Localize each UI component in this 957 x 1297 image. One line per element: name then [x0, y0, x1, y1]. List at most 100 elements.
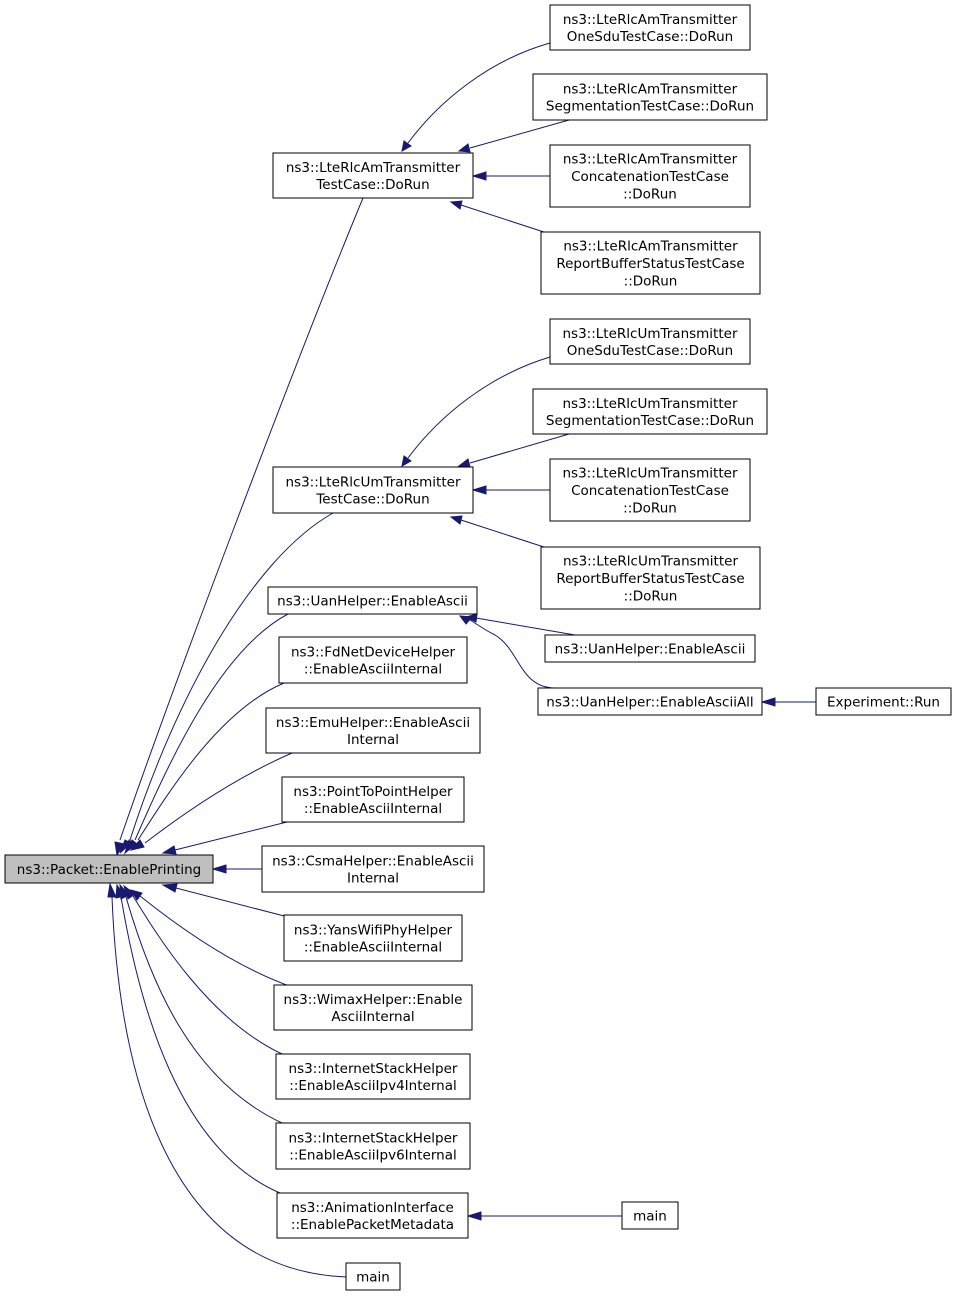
node-am-con[interactable]: ns3::LteRlcAmTransmitterConcatenationTes… — [549, 144, 751, 208]
node-uan[interactable]: ns3::UanHelper::EnableAscii — [267, 586, 478, 615]
node-box — [273, 984, 473, 1031]
edge-line — [129, 512, 334, 841]
node-box — [275, 1053, 471, 1100]
node-am-rep[interactable]: ns3::LteRlcAmTransmitterReportBufferStat… — [540, 231, 761, 295]
node-label-line: ns3::InternetStackHelper — [289, 1061, 458, 1077]
node-box — [540, 546, 761, 610]
edge-line — [120, 896, 281, 1194]
edge-line — [175, 887, 289, 918]
node-box — [4, 854, 214, 884]
node-main-root[interactable]: main — [345, 1262, 401, 1291]
node-inet6[interactable]: ns3::InternetStackHelper::EnableAsciiIpv… — [275, 1122, 471, 1170]
node-exp[interactable]: Experiment::Run — [815, 687, 952, 716]
node-csma[interactable]: ns3::CsmaHelper::EnableAsciiInternal — [261, 845, 485, 893]
arrowhead-icon — [760, 697, 776, 707]
node-main-anim[interactable]: main — [621, 1201, 679, 1230]
arrowhead-icon — [114, 841, 125, 857]
node-anim[interactable]: ns3::AnimationInterface::EnablePacketMet… — [276, 1192, 469, 1239]
edge-main_root-to-root — [107, 882, 347, 1278]
node-label-line: TestCase::DoRun — [315, 492, 429, 508]
node-fd[interactable]: ns3::FdNetDeviceHelper::EnableAsciiInter… — [278, 636, 468, 684]
edge-line — [469, 433, 570, 464]
arrowhead-icon — [401, 455, 412, 467]
node-label-line: ns3::LteRlcAmTransmitter — [563, 152, 738, 168]
node-box — [532, 388, 768, 435]
node-um-seg[interactable]: ns3::LteRlcUmTransmitterSegmentationTest… — [532, 388, 768, 435]
arrowhead-icon — [161, 883, 178, 893]
node-label-line: ns3::EmuHelper::EnableAscii — [276, 715, 470, 731]
node-label-line: ::DoRun — [624, 588, 678, 604]
node-box — [544, 634, 756, 663]
node-label-line: ns3::LteRlcAmTransmitter — [563, 239, 738, 255]
node-label-line: ::EnablePacketMetadata — [291, 1217, 454, 1233]
edge-line — [111, 896, 347, 1278]
edge-um_con-to-um — [471, 485, 550, 495]
node-label-line: OneSduTestCase::DoRun — [567, 343, 733, 359]
edge-inet4-to-root — [123, 884, 283, 1055]
node-yans[interactable]: ns3::YansWifiPhyHelper::EnableAsciiInter… — [283, 914, 463, 962]
node-label-line: ::EnableAsciiIpv4Internal — [289, 1078, 456, 1094]
node-box — [275, 1122, 471, 1170]
edge-line — [134, 613, 289, 841]
edge-line — [144, 752, 293, 844]
node-label-line: ns3::YansWifiPhyHelper — [294, 922, 453, 938]
arrowhead-icon — [129, 839, 145, 851]
node-box — [345, 1262, 401, 1291]
node-uanall[interactable]: ns3::UanHelper::EnableAsciiAll — [537, 687, 763, 716]
node-um-rep[interactable]: ns3::LteRlcUmTransmitterReportBufferStat… — [540, 546, 761, 610]
node-um-con[interactable]: ns3::LteRlcUmTransmitterConcatenationTes… — [549, 458, 751, 522]
edge-line — [469, 619, 556, 689]
node-label-line: ::DoRun — [623, 186, 677, 202]
node-label-line: ::EnableAsciiIpv6Internal — [289, 1148, 456, 1164]
node-label-line: ns3::LteRlcUmTransmitter — [563, 554, 738, 570]
node-p2p[interactable]: ns3::PointToPointHelper::EnableAsciiInte… — [281, 776, 465, 823]
node-label-line: AsciiInternal — [331, 1009, 414, 1025]
node-emu[interactable]: ns3::EmuHelper::EnableAsciiInternal — [265, 707, 481, 754]
node-label-line: ns3::LteRlcUmTransmitter — [286, 474, 461, 490]
node-box — [815, 687, 952, 716]
nodes-layer: ns3::Packet::EnablePrinting ns3::LteRlcAm… — [4, 4, 952, 1291]
node-box — [283, 914, 463, 962]
arrowhead-icon — [107, 882, 117, 898]
edge-line — [139, 895, 293, 988]
node-label-line: ReportBufferStatusTestCase — [556, 571, 744, 587]
node-label-line: ns3::Packet::EnablePrinting — [17, 862, 201, 878]
node-box — [267, 586, 478, 615]
node-am-seg[interactable]: ns3::LteRlcAmTransmitterSegmentationTest… — [532, 73, 768, 121]
node-um-one[interactable]: ns3::LteRlcUmTransmitterOneSduTestCase::… — [549, 318, 751, 365]
edge-line — [460, 204, 551, 235]
edge-line — [125, 896, 283, 1124]
edge-line — [460, 519, 551, 550]
node-box — [537, 687, 763, 716]
node-label-line: ns3::WimaxHelper::Enable — [284, 992, 463, 1008]
node-label-line: ConcatenationTestCase — [571, 169, 729, 185]
node-label-line: Internal — [347, 871, 399, 887]
edge-exp-to-uanall — [760, 697, 816, 707]
node-label-line: ns3::UanHelper::EnableAsciiAll — [546, 695, 753, 711]
node-box — [278, 636, 468, 684]
node-inet4[interactable]: ns3::InternetStackHelper::EnableAsciiIpv… — [275, 1053, 471, 1100]
arrowhead-icon — [471, 485, 487, 495]
node-root[interactable]: ns3::Packet::EnablePrinting — [4, 854, 214, 884]
node-uan2[interactable]: ns3::UanHelper::EnableAscii — [544, 634, 756, 663]
edge-line — [119, 197, 364, 841]
edge-anim-to-root — [115, 883, 281, 1194]
node-wimax[interactable]: ns3::WimaxHelper::EnableAsciiInternal — [273, 984, 473, 1031]
edge-um_rep-to-um — [449, 515, 551, 550]
node-label-line: ns3::AnimationInterface — [291, 1200, 454, 1216]
node-box — [549, 458, 751, 522]
node-am-one[interactable]: ns3::LteRlcAmTransmitterOneSduTestCase::… — [549, 4, 751, 51]
arrowhead-icon — [449, 200, 463, 210]
edge-csma-to-root — [211, 864, 262, 874]
arrowhead-icon — [115, 883, 125, 899]
edge-fd-to-root — [125, 682, 285, 853]
arrowhead-icon — [211, 864, 227, 874]
node-box — [549, 144, 751, 208]
edge-emu-to-root — [129, 752, 293, 851]
node-box — [265, 707, 481, 754]
node-label-line: SegmentationTestCase::DoRun — [546, 413, 754, 429]
edge-line — [469, 119, 570, 149]
arrowhead-icon — [161, 845, 177, 855]
